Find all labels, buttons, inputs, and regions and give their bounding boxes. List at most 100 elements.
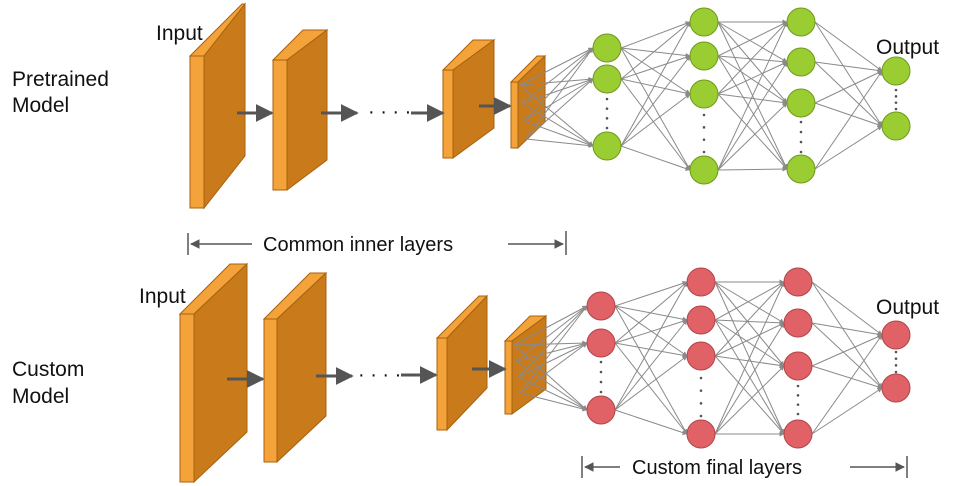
custom-output-label: Output <box>876 296 939 319</box>
pretrained-column-ellipsis-dot <box>605 107 609 110</box>
pretrained-edge <box>620 55 691 80</box>
pretrained-input-label: Input <box>156 22 203 45</box>
custom-node-c3-n2 <box>783 308 813 338</box>
pretrained-node-c4-n1 <box>881 56 911 86</box>
custom-edge <box>714 355 785 368</box>
custom-layer-1 <box>178 262 249 484</box>
pretrained-edge <box>717 55 788 104</box>
pretrained-edge <box>620 145 691 171</box>
pretrained-network-edges <box>519 19 883 172</box>
custom-input-edge <box>519 342 588 394</box>
pretrained-model-section: Pretrained Model Input Output · · · · <box>12 2 939 210</box>
pretrained-edge <box>717 55 788 65</box>
custom-edge <box>714 281 785 357</box>
pretrained-edge <box>620 21 691 49</box>
pretrained-edge <box>620 47 691 171</box>
pretrained-input-edge <box>521 47 594 104</box>
pretrained-input-edge <box>519 76 594 86</box>
custom-input-edge <box>515 360 588 411</box>
custom-edge <box>811 281 883 389</box>
pretrained-edge <box>717 21 788 95</box>
custom-node-c3-n4 <box>783 419 813 449</box>
custom-final-layers-label: Custom final layers <box>632 457 802 479</box>
pretrained-node-c2-n3 <box>689 79 719 109</box>
custom-edge <box>811 322 883 389</box>
custom-node-c2-n1 <box>686 267 716 297</box>
custom-node-c3-n1 <box>783 267 813 297</box>
custom-node-c1-n1 <box>586 291 616 321</box>
pretrained-edge <box>717 21 788 171</box>
custom-node-c2-n4 <box>686 419 716 449</box>
pretrained-edge <box>717 102 788 171</box>
pretrained-column-ellipsis-dot <box>894 95 898 98</box>
pretrained-model-label-line2: Model <box>12 94 69 117</box>
custom-node-c2-n2 <box>686 305 716 335</box>
pretrained-edge <box>620 47 691 95</box>
pretrained-column-ellipsis-dot <box>605 117 609 120</box>
pretrained-column-ellipsis-dot <box>799 140 803 144</box>
pretrained-model-label-line1: Pretrained <box>12 68 109 91</box>
pretrained-column-ellipsis-dot <box>702 113 706 117</box>
pretrained-edge <box>717 61 788 95</box>
custom-node-c4-n1 <box>881 320 911 350</box>
pretrained-edge <box>814 70 883 170</box>
custom-column-ellipsis-dot <box>599 380 603 384</box>
pretrained-edge <box>620 21 691 147</box>
custom-edge <box>714 281 785 435</box>
custom-layer-3-front <box>446 294 488 432</box>
pretrained-edge <box>620 78 691 96</box>
custom-edge <box>614 355 688 411</box>
pretrained-node-c1-n1 <box>592 33 622 63</box>
pretrained-input-edge <box>523 78 594 122</box>
pretrained-edge <box>717 166 788 172</box>
custom-edge <box>614 281 688 411</box>
pretrained-edge <box>717 93 788 170</box>
custom-edge <box>614 281 688 307</box>
pretrained-node-c4-n2 <box>881 111 911 141</box>
pretrained-layer-1 <box>188 2 247 210</box>
custom-input-label: Input <box>139 285 186 308</box>
pretrained-input-edge <box>523 120 594 147</box>
custom-column-ellipsis-dot <box>796 403 800 406</box>
custom-node-c1-n3 <box>586 395 616 425</box>
pretrained-edge <box>620 78 691 171</box>
pretrained-node-c3-n4 <box>786 154 816 184</box>
custom-column-ellipsis-dot <box>699 402 703 405</box>
custom-edge <box>811 387 883 435</box>
pretrained-layer-1-side <box>189 55 205 209</box>
pretrained-layer-2-front <box>286 29 328 191</box>
custom-node-c4-n2 <box>881 373 911 403</box>
custom-layer-3 <box>435 294 489 432</box>
pretrained-layer-1-front <box>203 2 246 210</box>
custom-model-section: Custom Model Input Output · · · · <box>12 262 939 484</box>
pretrained-node-c3-n2 <box>786 47 816 77</box>
custom-edge <box>714 319 785 435</box>
pretrained-edge <box>717 55 788 170</box>
custom-edge <box>811 334 883 435</box>
custom-input-edge <box>513 344 588 411</box>
custom-edge <box>714 319 785 367</box>
custom-final-layers-span: Custom final layers <box>581 456 908 479</box>
custom-edge <box>714 281 785 367</box>
custom-network-edges <box>513 279 883 437</box>
custom-input-edge <box>519 305 588 394</box>
common-inner-layers-span: Common inner layers <box>187 231 567 256</box>
pretrained-input-edge <box>521 78 594 104</box>
pretrained-input-edge <box>519 47 594 86</box>
pretrained-column-ellipsis-dot <box>702 138 706 141</box>
custom-layer-2 <box>262 271 328 464</box>
custom-column-ellipsis-dot <box>894 364 898 367</box>
pretrained-node-c2-n2 <box>689 41 719 71</box>
pretrained-edge <box>717 21 788 57</box>
pretrained-input-edge <box>523 47 594 122</box>
custom-column-ellipsis-dot <box>699 414 703 418</box>
pretrained-edge <box>717 61 788 171</box>
custom-input-edge <box>519 392 588 412</box>
custom-input-edge <box>513 305 588 346</box>
pretrained-column-ellipsis-dot <box>894 107 898 111</box>
custom-edge <box>714 365 785 435</box>
custom-layer-1-front <box>193 262 248 484</box>
pretrained-edge <box>717 21 788 63</box>
custom-column-ellipsis-dot <box>796 394 800 397</box>
